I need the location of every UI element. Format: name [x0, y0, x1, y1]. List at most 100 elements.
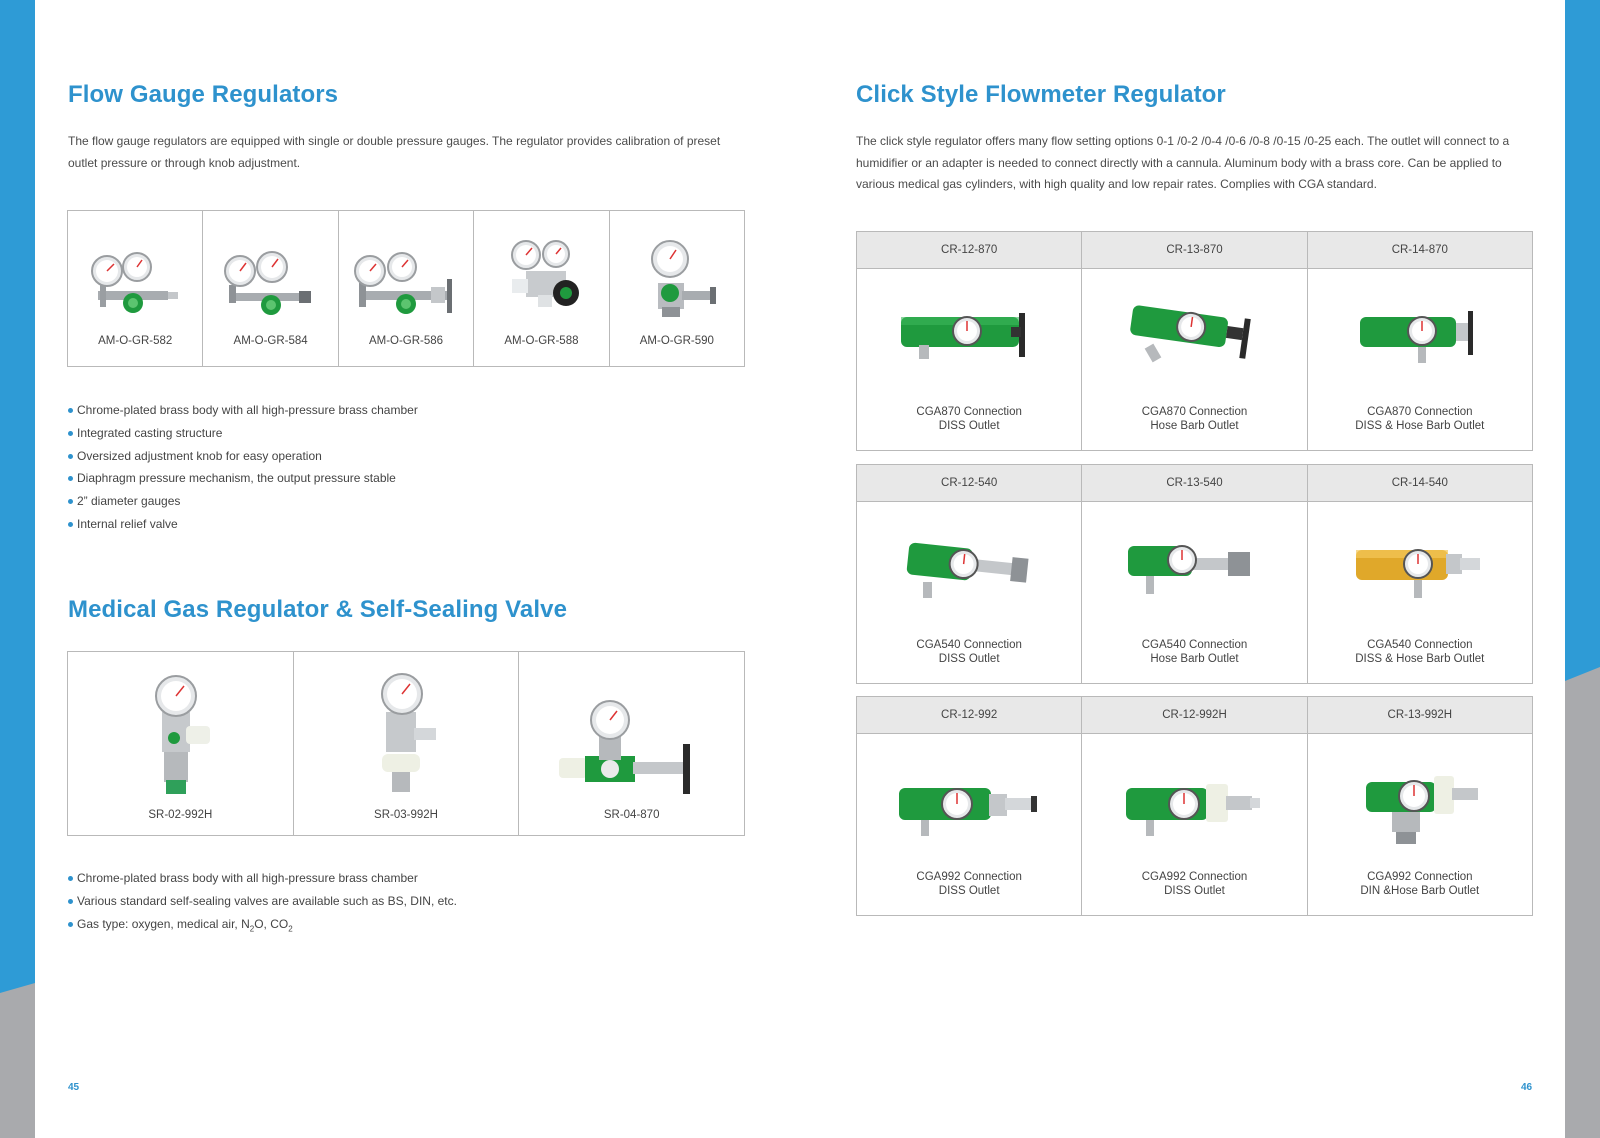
click-flowmeter-icon	[906, 542, 1029, 598]
feature-item: Various standard self-sealing valves are…	[68, 890, 457, 913]
page-number-right: 46	[1521, 1082, 1533, 1093]
self-sealing-valve-icon	[559, 700, 691, 794]
product-cell: SR-03-992H	[294, 652, 520, 835]
model-header: CR-12-540	[857, 465, 1083, 501]
click-flowmeter-icon	[1365, 776, 1478, 844]
product-cell: SR-02-992H	[68, 652, 294, 835]
table-header: CR-12-540 CR-13-540 CR-14-540	[857, 465, 1532, 502]
feature-item: Internal relief valve	[68, 513, 418, 536]
feature-item: 2” diameter gauges	[68, 490, 418, 513]
self-sealing-product-grid: SR-02-992H SR-03-992H SR-04-870	[67, 651, 745, 836]
gas-type-text: Gas type: oxygen, medical air, N	[77, 916, 250, 931]
outlet-label: DISS Outlet	[938, 653, 1000, 665]
model-header: CR-13-870	[1082, 232, 1308, 268]
feature-item: Chrome-plated brass body with all high-p…	[68, 399, 418, 422]
click-style-title: Click Style Flowmeter Regulator	[856, 81, 1226, 108]
gauge-regulator-icon	[511, 240, 580, 307]
outlet-label: Hose Barb Outlet	[1150, 420, 1239, 432]
gas-type-subscript: 2	[249, 923, 255, 933]
product-label: AM-O-GR-582	[98, 335, 173, 347]
gauge-regulator-icon	[224, 251, 312, 315]
product-label: SR-03-992H	[374, 809, 438, 821]
outlet-label: DISS & Hose Barb Outlet	[1355, 420, 1485, 432]
product-label: AM-O-GR-588	[504, 335, 579, 347]
product-label: AM-O-GR-586	[368, 335, 444, 347]
click-flowmeter-icon	[1355, 549, 1480, 598]
product-label: AM-O-GR-584	[233, 335, 308, 347]
click-flowmeter-icon	[901, 313, 1025, 359]
product-cell: SR-04-870	[519, 652, 744, 835]
product-label: SR-02-992H	[148, 809, 213, 821]
gauge-regulator-icon	[650, 240, 716, 317]
product-cell: AM-O-GR-586	[339, 211, 475, 366]
product-label: SR-04-870	[603, 809, 660, 821]
flow-gauge-features: Chrome-plated brass body with all high-p…	[68, 399, 418, 536]
product-cell: AM-O-GR-582	[68, 211, 204, 366]
model-header: CR-12-870	[857, 232, 1083, 268]
model-header: CR-13-992H	[1387, 709, 1453, 721]
connection-label: CGA540 Connection	[1141, 639, 1248, 651]
connection-label: CGA540 Connection	[916, 639, 1022, 651]
flow-gauge-description: The flow gauge regulators are equipped w…	[68, 131, 720, 174]
product-label: AM-O-GR-590	[639, 335, 714, 347]
click-style-table-row-1: CR-12-870 CR-13-870 CR-14-870 CGA870 Con…	[856, 231, 1533, 451]
product-cell: AM-O-GR-590	[610, 211, 744, 366]
feature-item-gas-type: Gas type: oxygen, medical air, N2O, CO2	[68, 913, 457, 936]
connection-label: CGA992 Connection	[1141, 871, 1248, 883]
model-header: CR-12-992	[857, 697, 1083, 733]
outlet-label: DISS Outlet	[938, 885, 1000, 897]
flow-gauge-description-line-1: The flow gauge regulators are equipped w…	[68, 134, 721, 148]
model-header: CR-12-992H	[1082, 697, 1308, 733]
click-style-description-line-2: humidifier or an adapter is needed to co…	[856, 155, 1502, 170]
click-flowmeter-icon	[899, 788, 1037, 836]
click-flowmeter-icon	[1128, 545, 1251, 594]
feature-item: Integrated casting structure	[68, 422, 418, 445]
feature-item: Oversized adjustment knob for easy opera…	[68, 445, 418, 468]
click-style-description-line-1: The click style regulator offers many fl…	[856, 134, 1510, 148]
gauge-regulator-icon	[353, 252, 452, 314]
click-flowmeter-icon	[1126, 784, 1261, 836]
model-header: CR-14-870	[1391, 244, 1448, 256]
flow-gauge-description-line-2: outlet pressure or through knob adjustme…	[68, 155, 301, 170]
click-style-table-row-2: CR-12-540 CR-13-540 CR-14-540 CGA540 Con…	[856, 464, 1533, 684]
feature-item: Diaphragm pressure mechanism, the output…	[68, 467, 418, 490]
connection-label: CGA540 Connection	[1367, 639, 1473, 651]
click-style-description-line-3: various medical gas cylinders, with high…	[856, 177, 1377, 191]
click-style-table-row-3: CR-12-992 CR-12-992H CR-13-992H CGA992 C…	[856, 696, 1533, 916]
connection-label: CGA870 Connection	[1367, 406, 1473, 418]
table-header: CR-12-870 CR-13-870 CR-14-870	[857, 232, 1532, 269]
table-header: CR-12-992 CR-12-992H CR-13-992H	[857, 697, 1532, 734]
outlet-label: DISS & Hose Barb Outlet	[1355, 653, 1485, 665]
outlet-label: Hose Barb Outlet	[1150, 653, 1239, 665]
self-sealing-valve-icon	[380, 673, 436, 792]
left-side-bar	[0, 0, 35, 1138]
self-sealing-title: Medical Gas Regulator & Self-Sealing Val…	[68, 596, 568, 623]
click-flowmeter-icon	[1359, 311, 1473, 363]
gas-type-subscript: 2	[288, 923, 293, 933]
gauge-regulator-icon	[91, 252, 178, 313]
flow-gauge-title: Flow Gauge Regulators	[68, 81, 339, 108]
connection-label: CGA992 Connection	[1367, 871, 1473, 883]
outlet-label: DISS Outlet	[1164, 885, 1225, 897]
click-style-description: The click style regulator offers many fl…	[856, 131, 1509, 196]
gas-type-text: O, CO	[254, 916, 289, 931]
right-side-bar-grey	[1565, 667, 1600, 1138]
page-number-left: 45	[68, 1082, 80, 1093]
